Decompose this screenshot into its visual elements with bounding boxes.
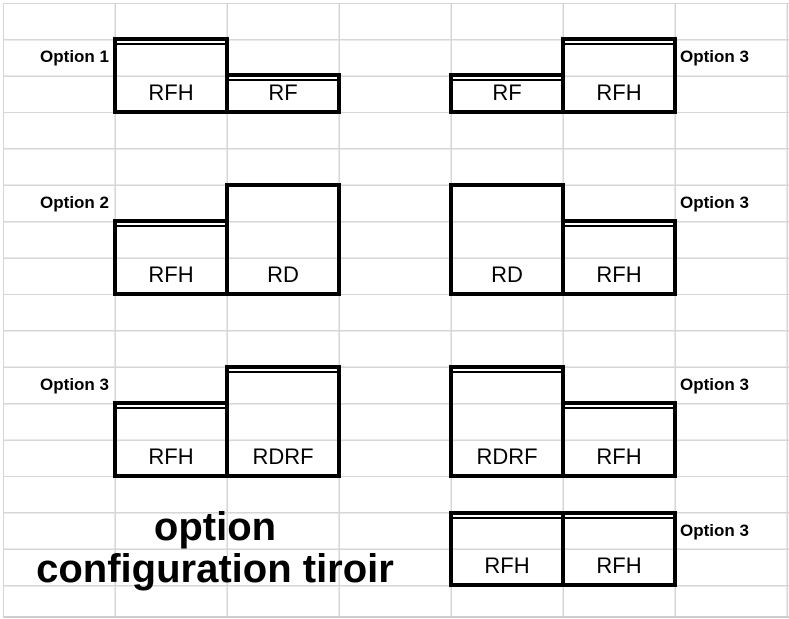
drawer-box-rd: RD (449, 183, 565, 296)
option-label: Option 3 (680, 47, 749, 66)
option-label: Option 1 (40, 47, 109, 66)
box-label: RFH (596, 262, 642, 287)
sheet-bottom-edge (3, 616, 789, 618)
option-label: Option 2 (40, 193, 109, 212)
box-label: RFH (596, 80, 642, 105)
caption-line1: option (153, 505, 277, 549)
option-label: Option 3 (680, 193, 749, 212)
box-label: RFH (596, 444, 642, 469)
double-line (453, 517, 561, 519)
drawer-box-rdrf: RDRF (225, 365, 341, 478)
option-label: Option 3 (680, 375, 749, 394)
double-line (565, 225, 673, 227)
box-label: RFH (596, 553, 642, 578)
box-label: RFH (148, 262, 194, 287)
double-line (453, 79, 561, 81)
drawer-box-rf: RF (449, 73, 565, 114)
double-line (453, 371, 561, 373)
drawer-box-rfh: RFH (561, 219, 677, 296)
drawer-box-rfh: RFH (113, 219, 229, 296)
double-line (117, 407, 225, 409)
box-label: RD (491, 262, 523, 287)
box-label: RDRF (476, 444, 538, 469)
box-label: RF (492, 80, 522, 105)
double-line (229, 371, 337, 373)
double-line (565, 517, 673, 519)
drawer-box-rdrf: RDRF (449, 365, 565, 478)
double-line (229, 79, 337, 81)
drawer-box-rfh: RFH (561, 401, 677, 478)
option-label: Option 3 (40, 375, 109, 394)
drawer-box-rd: RD (225, 183, 341, 296)
box-label: RFH (484, 553, 530, 578)
drawer-box-rfh: RFH (113, 37, 229, 114)
caption-title: option configuration tiroir (15, 506, 415, 590)
double-line (117, 43, 225, 45)
box-label: RFH (148, 80, 194, 105)
box-label: RDRF (252, 444, 314, 469)
caption-line2: configuration tiroir (36, 547, 394, 591)
drawer-box-rfh: RFH (561, 511, 677, 587)
drawer-box-rfh: RFH (113, 401, 229, 478)
double-line (117, 225, 225, 227)
drawer-box-rf: RF (225, 73, 341, 114)
double-line (565, 407, 673, 409)
drawer-box-rfh: RFH (449, 511, 565, 587)
box-label: RD (267, 262, 299, 287)
option-label: Option 3 (680, 521, 749, 540)
box-label: RFH (148, 444, 194, 469)
drawer-box-rfh: RFH (561, 37, 677, 114)
double-line (565, 43, 673, 45)
box-label: RF (268, 80, 298, 105)
